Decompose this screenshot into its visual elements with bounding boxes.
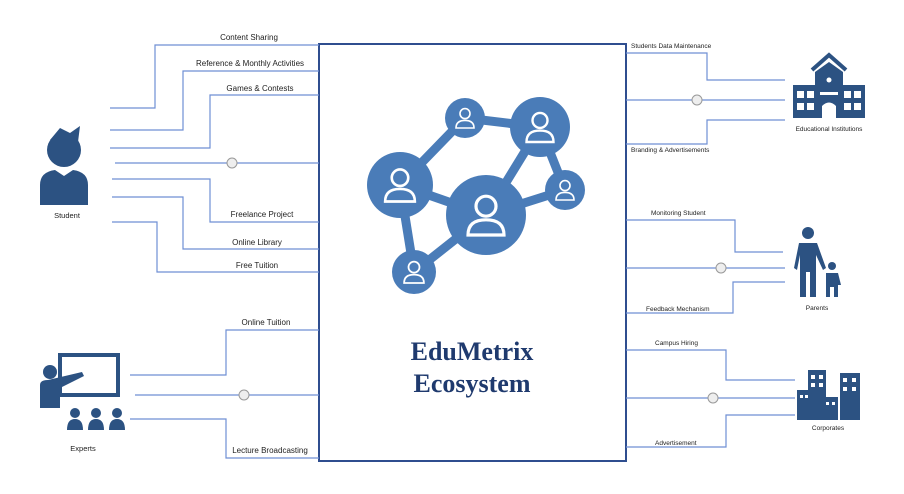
corporate-links: Campus Hiring Advertisement xyxy=(626,340,795,448)
link-label: Monitoring Student xyxy=(651,210,706,217)
link-label: Students Data Maintenance xyxy=(631,43,712,50)
network-node xyxy=(445,98,485,138)
link-label: Content Sharing xyxy=(220,33,278,42)
link-label: Feedback Mechanism xyxy=(646,306,710,313)
entity-label-corporates: Corporates xyxy=(812,425,845,432)
parents-icon xyxy=(794,227,841,297)
link-label: Games & Contests xyxy=(226,84,293,93)
connector-icon xyxy=(226,157,238,169)
network-node xyxy=(392,250,436,294)
link-label: Reference & Monthly Activities xyxy=(196,59,304,68)
connector-icon xyxy=(238,389,250,401)
link-label: Online Library xyxy=(232,238,282,247)
network-icon xyxy=(367,97,585,294)
link-label: Branding & Advertisements xyxy=(631,147,710,154)
link-label: Advertisement xyxy=(655,440,697,447)
connector-icon xyxy=(691,94,703,106)
title-line1: EduMetrix xyxy=(411,337,534,366)
network-node xyxy=(510,97,570,157)
link-label: Online Tuition xyxy=(242,318,291,327)
link-label: Lecture Broadcasting xyxy=(232,446,308,455)
connector-icon xyxy=(715,262,727,274)
teacher-icon xyxy=(40,353,125,430)
network-node xyxy=(446,175,526,255)
corporates-icon xyxy=(797,370,860,420)
entity-label-experts: Experts xyxy=(70,444,96,453)
connector-icon xyxy=(707,392,719,404)
entity-label-institutions: Educational Institutions xyxy=(796,126,864,133)
school-icon xyxy=(793,52,865,118)
student-icon xyxy=(40,126,88,205)
network-node xyxy=(367,152,433,218)
link-label: Free Tuition xyxy=(236,261,278,270)
parent-links: Monitoring Student Feedback Mechanism xyxy=(626,210,785,314)
student-links: Content Sharing Reference & Monthly Acti… xyxy=(110,33,319,273)
expert-links: Online Tuition Lecture Broadcasting xyxy=(130,318,319,459)
network-node xyxy=(545,170,585,210)
entity-label-parents: Parents xyxy=(806,305,829,312)
link-label: Campus Hiring xyxy=(655,340,698,347)
link-label: Freelance Project xyxy=(231,210,294,219)
title-line2: Ecosystem xyxy=(414,369,531,398)
entity-label-student: Student xyxy=(54,211,81,220)
institution-links: Students Data Maintenance Branding & Adv… xyxy=(626,43,785,154)
